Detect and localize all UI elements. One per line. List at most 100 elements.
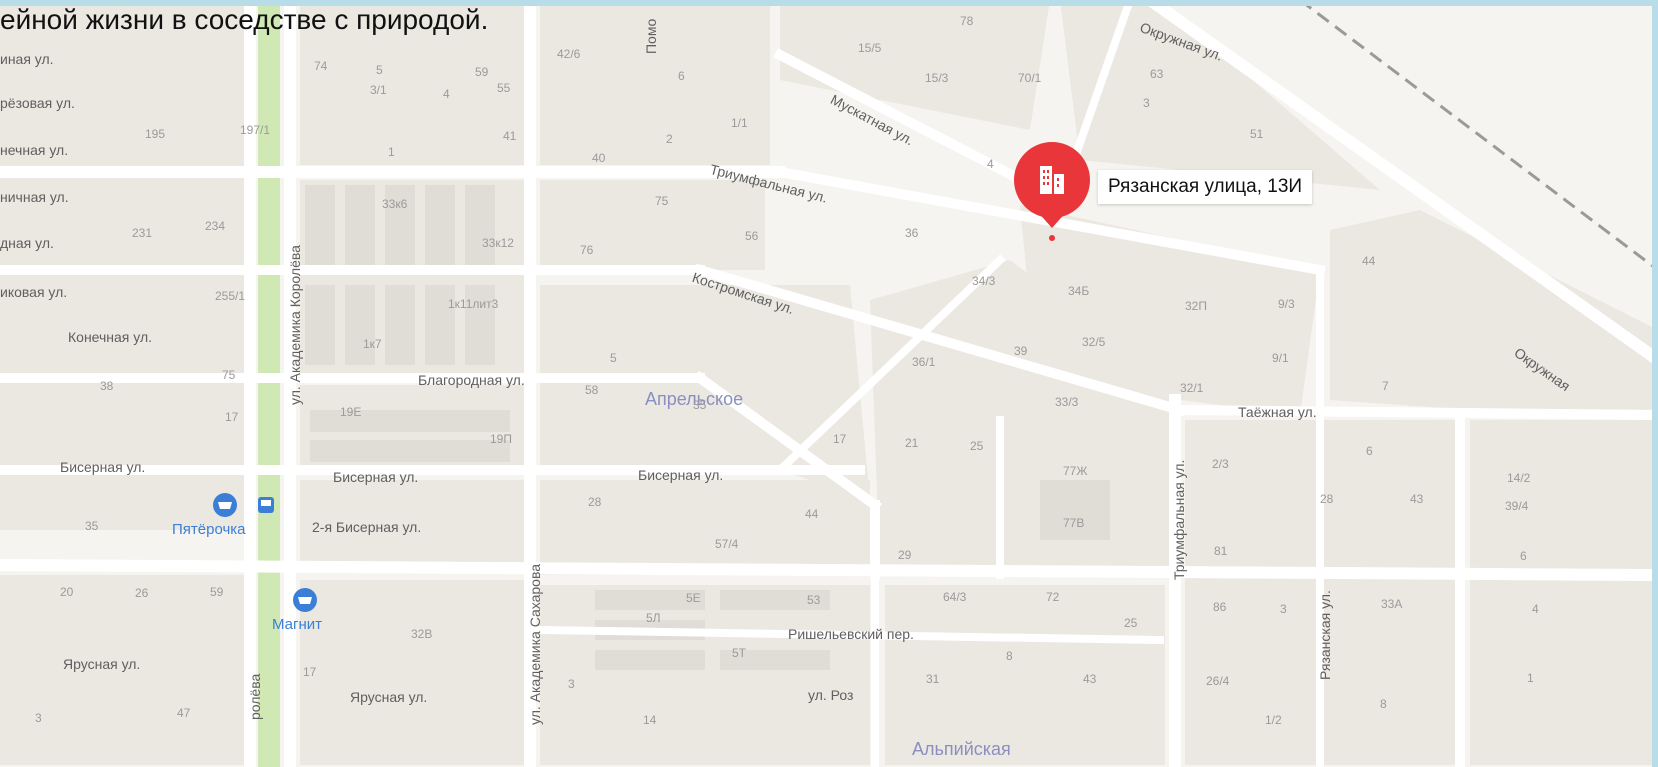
street-label: Рязанская ул. <box>1317 590 1333 680</box>
poi-label-magnit[interactable]: Магнит <box>272 616 323 633</box>
house-number: 39/4 <box>1505 499 1529 513</box>
house-number: 31 <box>926 672 940 686</box>
building-outlines <box>305 185 1110 670</box>
house-number: 4 <box>443 87 450 101</box>
district-label: Альпийская <box>912 739 1011 759</box>
house-number: 75 <box>655 194 669 208</box>
house-number: 1 <box>1527 671 1534 685</box>
house-number: 56 <box>745 229 759 243</box>
house-number: 33/3 <box>1055 395 1079 409</box>
house-number: 86 <box>1213 600 1227 614</box>
district-label: Апрельское <box>645 389 744 409</box>
house-number: 32В <box>411 627 433 641</box>
house-number: 77Ж <box>1063 464 1088 478</box>
street-label: Благородная ул. <box>418 372 525 388</box>
house-number: 28 <box>588 495 602 509</box>
street-label: ролёва <box>247 673 263 720</box>
house-number: 234 <box>205 219 226 233</box>
poi-icon-pyaterochka[interactable] <box>213 493 237 517</box>
house-number: 59 <box>475 65 489 79</box>
house-number: 7 <box>1382 379 1389 393</box>
house-number: 39 <box>1014 344 1028 358</box>
poi-icon-magnit[interactable] <box>293 588 317 612</box>
house-number: 34Б <box>1068 284 1090 298</box>
street-label: дная ул. <box>0 235 54 251</box>
house-number: 58 <box>585 383 599 397</box>
house-number: 32/1 <box>1180 381 1204 395</box>
house-number: 4 <box>1532 602 1539 616</box>
street-label: Ярусная ул. <box>350 689 428 705</box>
house-number: 195 <box>145 127 166 141</box>
frame-top-border <box>0 0 1658 6</box>
poi-label-pyaterochka[interactable]: Пятёрочка <box>172 521 246 538</box>
house-number: 33к6 <box>382 197 408 211</box>
house-number: 1/1 <box>731 116 748 130</box>
park-strip <box>258 0 280 767</box>
house-number: 1к7 <box>363 337 382 351</box>
house-number: 41 <box>503 129 517 143</box>
house-number: 28 <box>1320 492 1334 506</box>
house-number: 15/5 <box>858 41 882 55</box>
house-number: 75 <box>222 368 236 382</box>
house-number: 64/3 <box>943 590 967 604</box>
house-number: 5Е <box>686 591 701 605</box>
house-number: 17 <box>303 665 317 679</box>
street-label: Триумфальная ул. <box>1171 459 1187 580</box>
house-number: 53 <box>807 593 821 607</box>
house-number: 70/1 <box>1018 71 1042 85</box>
house-number: 6 <box>1520 549 1527 563</box>
street-label: нечная ул. <box>0 142 69 158</box>
house-number: 34/3 <box>972 274 996 288</box>
house-number: 29 <box>898 548 912 562</box>
house-number: 36 <box>905 226 919 240</box>
house-number: 8 <box>1380 697 1387 711</box>
street-label: Бисерная ул. <box>333 469 419 485</box>
house-number: 3 <box>35 711 42 725</box>
house-number: 40 <box>592 151 606 165</box>
house-number: 26/4 <box>1206 674 1230 688</box>
house-number: 1/2 <box>1265 713 1282 727</box>
street-label: 2-я Бисерная ул. <box>312 519 422 535</box>
house-number: 32П <box>1185 299 1207 313</box>
house-number: 33А <box>1381 597 1403 611</box>
house-number: 63 <box>1150 67 1164 81</box>
house-number: 57/4 <box>715 537 739 551</box>
house-number: 3 <box>1280 602 1287 616</box>
house-number: 51 <box>1250 127 1264 141</box>
street-label: Конечная ул. <box>68 329 153 345</box>
house-number: 8 <box>1006 649 1013 663</box>
house-number: 9/1 <box>1272 351 1289 365</box>
railway-line <box>1299 0 1658 272</box>
house-number: 20 <box>60 585 74 599</box>
house-number: 2/3 <box>1212 457 1229 471</box>
house-number: 81 <box>1214 544 1228 558</box>
house-number: 43 <box>1410 492 1424 506</box>
street-label: Таёжная ул. <box>1238 404 1317 420</box>
street-label: ул. Роз <box>808 687 854 703</box>
house-number: 3 <box>1143 96 1150 110</box>
house-number: 17 <box>833 432 847 446</box>
street-label: ул. Академика Сахарова <box>527 563 543 725</box>
bus-stop-icon[interactable] <box>258 497 274 513</box>
house-number: 3 <box>568 677 575 691</box>
house-number: 2 <box>666 132 673 146</box>
house-number: 1 <box>388 145 395 159</box>
house-number: 5 <box>610 351 617 365</box>
house-number: 33к12 <box>482 236 514 250</box>
house-number: 47 <box>177 706 191 720</box>
house-number: 55 <box>497 81 511 95</box>
house-number: 5Т <box>732 646 747 660</box>
house-number: 26 <box>135 586 149 600</box>
house-number: 14/2 <box>1507 471 1531 485</box>
marker-address-label[interactable]: Рязанская улица, 13И <box>1098 170 1313 204</box>
street-label: ул. Академика Королёва <box>287 245 303 405</box>
shopping-basket-icon <box>218 502 232 509</box>
house-number: 78 <box>960 14 974 28</box>
frame-right-border <box>1652 0 1658 767</box>
location-marker[interactable] <box>1014 142 1090 241</box>
house-number: 5 <box>376 63 383 77</box>
house-number: 74 <box>314 59 328 73</box>
